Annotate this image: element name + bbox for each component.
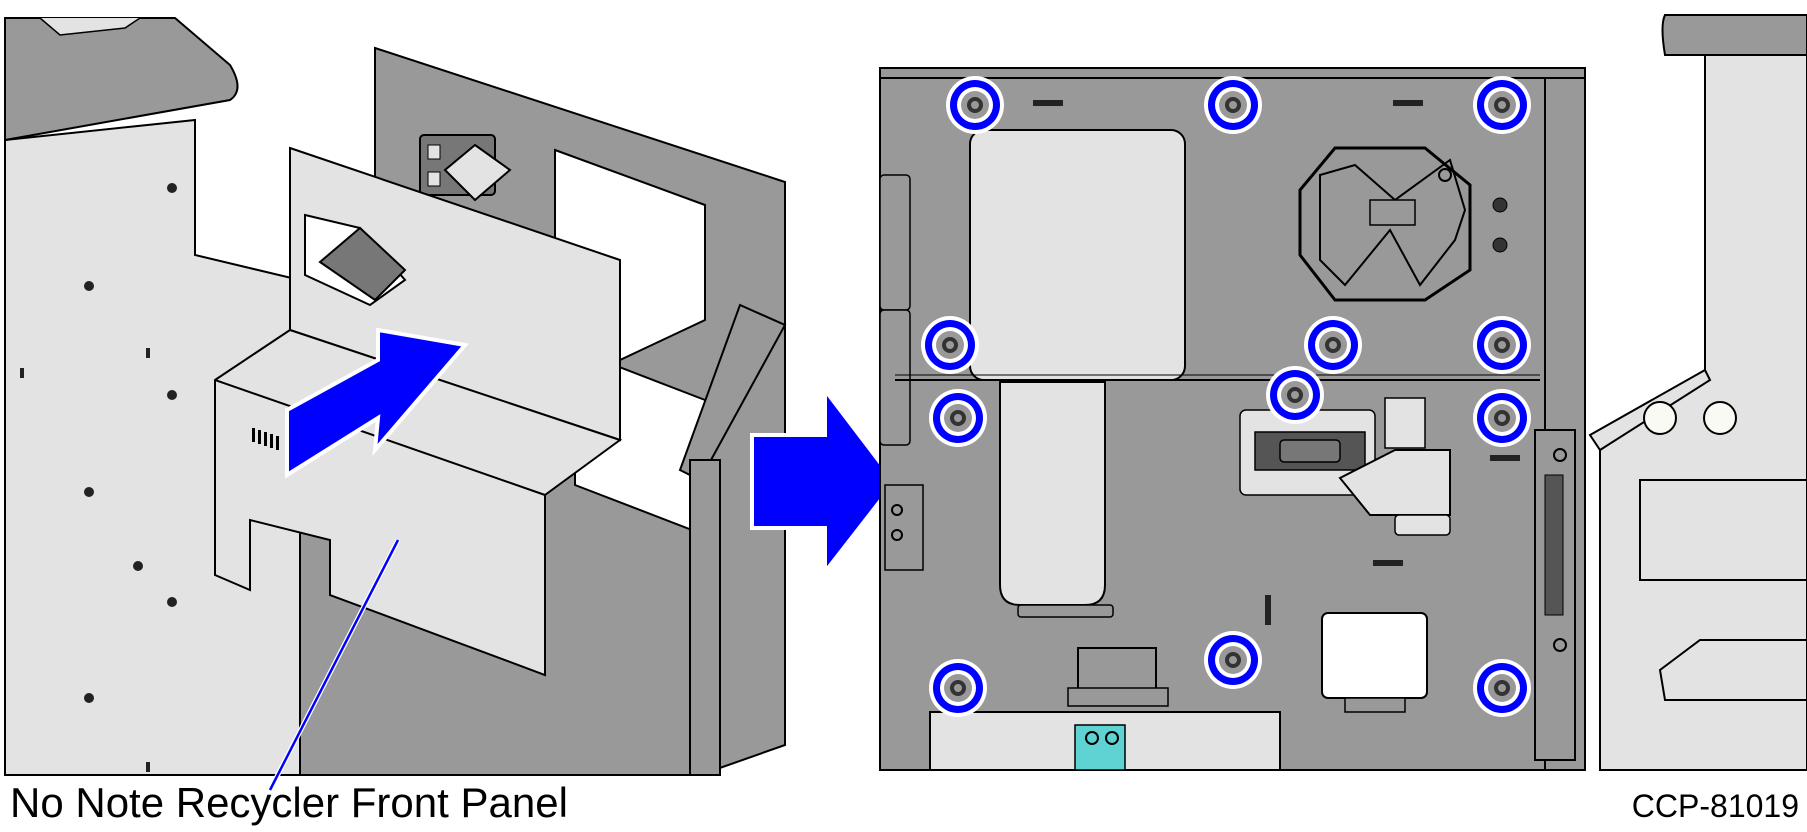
screw-ring-icon bbox=[1473, 316, 1531, 374]
screw-highlights bbox=[921, 76, 1531, 717]
adjacent-cabinet bbox=[1588, 14, 1807, 771]
panel-vent-slots bbox=[252, 428, 279, 450]
side-panel-holes bbox=[20, 183, 177, 772]
screw-ring-icon bbox=[929, 389, 987, 447]
insert-arrow-icon bbox=[285, 327, 469, 479]
screw-ring-icon bbox=[1204, 631, 1262, 689]
upper-window bbox=[969, 129, 1186, 381]
screw-ring-icon bbox=[1266, 366, 1324, 424]
screw-ring-icon bbox=[929, 659, 987, 717]
left-figure bbox=[4, 17, 787, 792]
callout-label: No Note Recycler Front Panel bbox=[10, 779, 568, 826]
kiosk-top-housing bbox=[4, 17, 239, 142]
keypad-icon bbox=[443, 143, 512, 202]
teal-bracket bbox=[1074, 724, 1126, 771]
screw-ring-icon bbox=[1304, 316, 1362, 374]
screw-ring-icon bbox=[1473, 389, 1531, 447]
screw-ring-icon bbox=[1473, 76, 1531, 134]
step-arrow-icon bbox=[750, 384, 898, 578]
right-figure bbox=[879, 67, 1586, 771]
screw-ring-icon bbox=[946, 76, 1004, 134]
panel-slots bbox=[1033, 100, 1520, 625]
lower-window bbox=[999, 381, 1106, 606]
label-plate bbox=[1321, 612, 1428, 699]
screw-ring-icon bbox=[921, 316, 979, 374]
figure-id: CCP-81019 bbox=[1631, 788, 1799, 824]
screw-ring-icon bbox=[1204, 76, 1262, 134]
screw-ring-icon bbox=[1473, 659, 1531, 717]
